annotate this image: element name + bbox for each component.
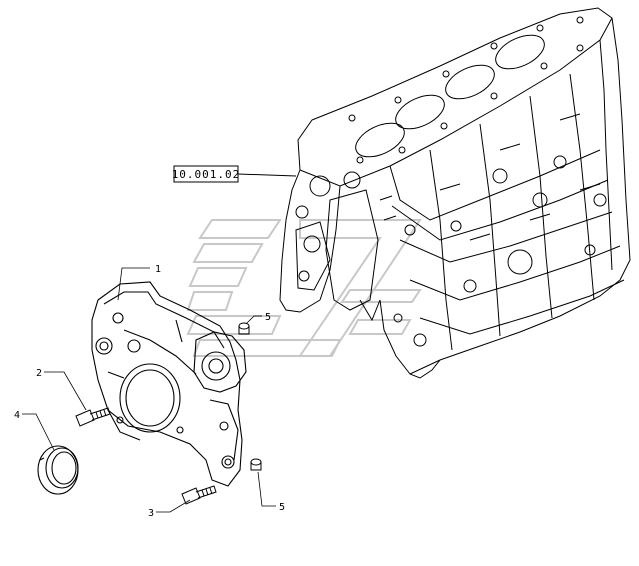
callout-leaders xyxy=(22,267,276,513)
bolt-part-2 xyxy=(75,407,111,427)
dowel-pin-lower xyxy=(250,458,262,471)
callout-4: 4 xyxy=(14,410,20,421)
callout-3: 3 xyxy=(148,508,154,519)
dowel-pin-upper xyxy=(238,322,250,335)
callout-labels: 1 2 3 4 5 5 xyxy=(14,264,285,519)
callout-1: 1 xyxy=(155,264,161,275)
engine-block xyxy=(279,7,631,379)
bolt-part-3 xyxy=(181,485,217,505)
reference-leader-line xyxy=(237,173,297,177)
reference-box[interactable]: 10.001.02 xyxy=(172,165,297,183)
watermark-logo xyxy=(186,219,422,357)
reference-box-label: 10.001.02 xyxy=(172,168,241,181)
callout-5-lower: 5 xyxy=(279,502,285,513)
timing-cover xyxy=(91,281,247,487)
callout-2: 2 xyxy=(36,368,42,379)
callout-5-upper: 5 xyxy=(265,312,271,323)
front-seal xyxy=(37,445,79,495)
